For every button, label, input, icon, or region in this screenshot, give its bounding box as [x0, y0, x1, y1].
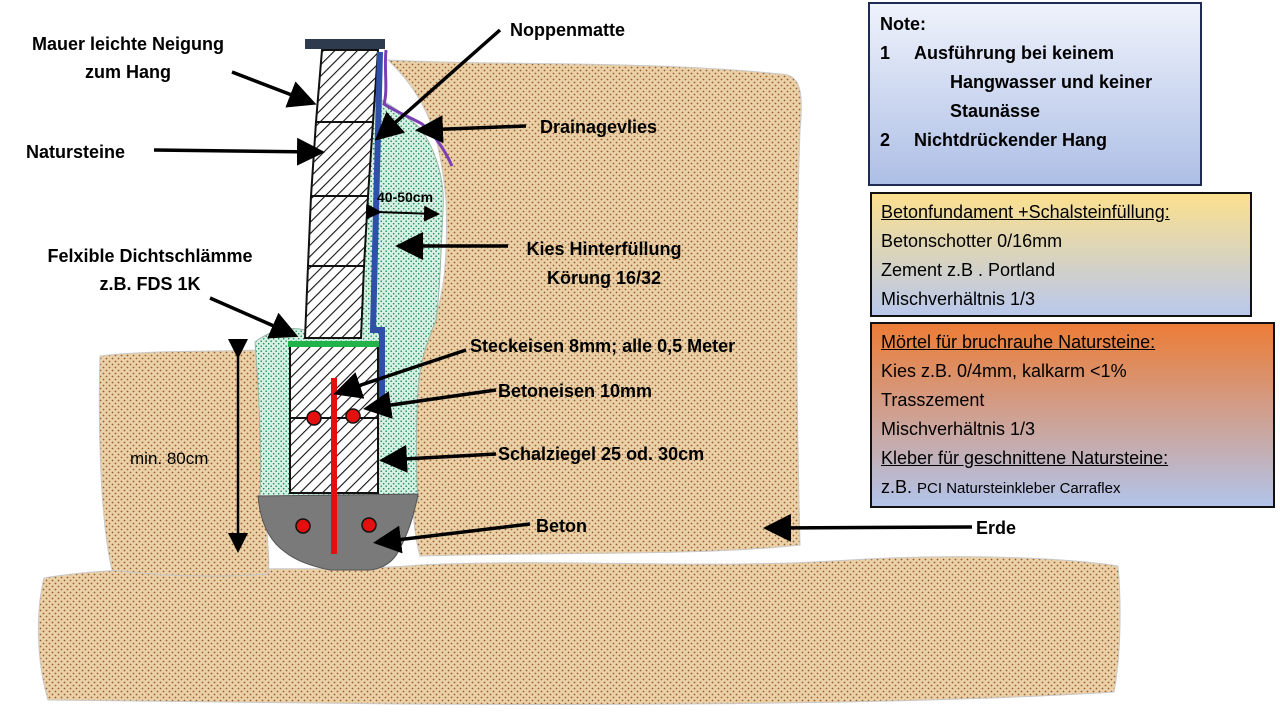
rebar-dot: [345, 408, 361, 424]
betonfundament-heading: Betonfundament +Schalsteinfüllung:: [881, 202, 1170, 222]
note-item-text: Staunässe: [950, 101, 1041, 121]
concrete-footing: [257, 493, 419, 571]
soil-hillside: [386, 59, 802, 557]
rebar-dot: [361, 517, 377, 533]
note-item-text: Nichtdrückender Hang: [914, 130, 1108, 150]
label-kies-2: Körung 16/32: [547, 268, 661, 288]
note-item-number: 1: [880, 43, 891, 63]
note-box: Note: 1 Ausführung bei keinem Hangwasser…: [868, 2, 1202, 186]
note-item-number: 2: [880, 130, 891, 150]
label-noppenmatte: Noppenmatte: [510, 20, 625, 40]
dimpled-membrane: [369, 51, 385, 402]
label-erde: Erde: [976, 518, 1016, 538]
moertel-box: Mörtel für bruchrauhe Natursteine: Kies …: [870, 322, 1275, 508]
kleber-prefix: z.B.: [881, 477, 913, 497]
label-min-height: min. 80cm: [130, 449, 208, 468]
betonfundament-line: Zement z.B . Portland: [881, 260, 1056, 280]
arrow-icon: [153, 28, 973, 554]
width-dimension-arrow: [365, 203, 440, 222]
note-title: Note:: [880, 14, 926, 34]
betonfundament-box: Betonfundament +Schalsteinfüllung: Beton…: [870, 192, 1252, 317]
note-item-2: 2 Nichtdrückender Hang: [880, 126, 1190, 155]
label-beton: Beton: [536, 516, 587, 536]
label-dichtschlaemme-2: z.B. FDS 1K: [99, 274, 200, 294]
label-mauer-2: zum Hang: [85, 62, 171, 82]
moertel-heading: Mörtel für bruchrauhe Natursteine:: [881, 332, 1156, 352]
label-abstand: 40-50cm: [377, 189, 433, 205]
kleber-product: PCI Natursteinkleber Carraflex: [917, 480, 1121, 497]
label-natursteine: Natursteine: [26, 142, 125, 162]
label-drainagevlies: Drainagevlies: [540, 117, 657, 137]
kleber-line: z.B. PCI Natursteinkleber Carraflex: [881, 473, 1264, 503]
betonfundament-line: Mischverhältnis 1/3: [881, 289, 1036, 309]
rebar-dot: [295, 518, 311, 534]
note-item-text: Ausführung bei keinem: [914, 43, 1115, 63]
soil-bottom-layer: [37, 556, 1121, 705]
label-betoneisen: Betoneisen 10mm: [498, 381, 652, 401]
label-steckeisen: Steckeisen 8mm; alle 0,5 Meter: [470, 336, 735, 356]
note-item-1: 1 Ausführung bei keinem: [880, 39, 1190, 68]
label-mauer-1: Mauer leichte Neigung: [32, 34, 224, 54]
moertel-line: Trasszement: [881, 390, 985, 410]
label-kies-1: Kies Hinterfüllung: [526, 239, 681, 259]
wall-cap: [305, 39, 385, 49]
moertel-line: Mischverhältnis 1/3: [881, 419, 1036, 439]
moertel-line: Kies z.B. 0/4mm, kalkarm <1%: [881, 361, 1127, 381]
note-item-text: Hangwasser und keiner: [950, 72, 1153, 92]
rebar-dot: [306, 410, 322, 426]
stone-wall: [303, 49, 380, 339]
label-dichtschlaemme-1: Felxible Dichtschlämme: [47, 246, 252, 266]
kleber-heading: Kleber für geschnittene Natursteine:: [881, 448, 1169, 468]
betonfundament-line: Betonschotter 0/16mm: [881, 231, 1063, 251]
label-schalziegel: Schalziegel 25 od. 30cm: [498, 444, 704, 464]
